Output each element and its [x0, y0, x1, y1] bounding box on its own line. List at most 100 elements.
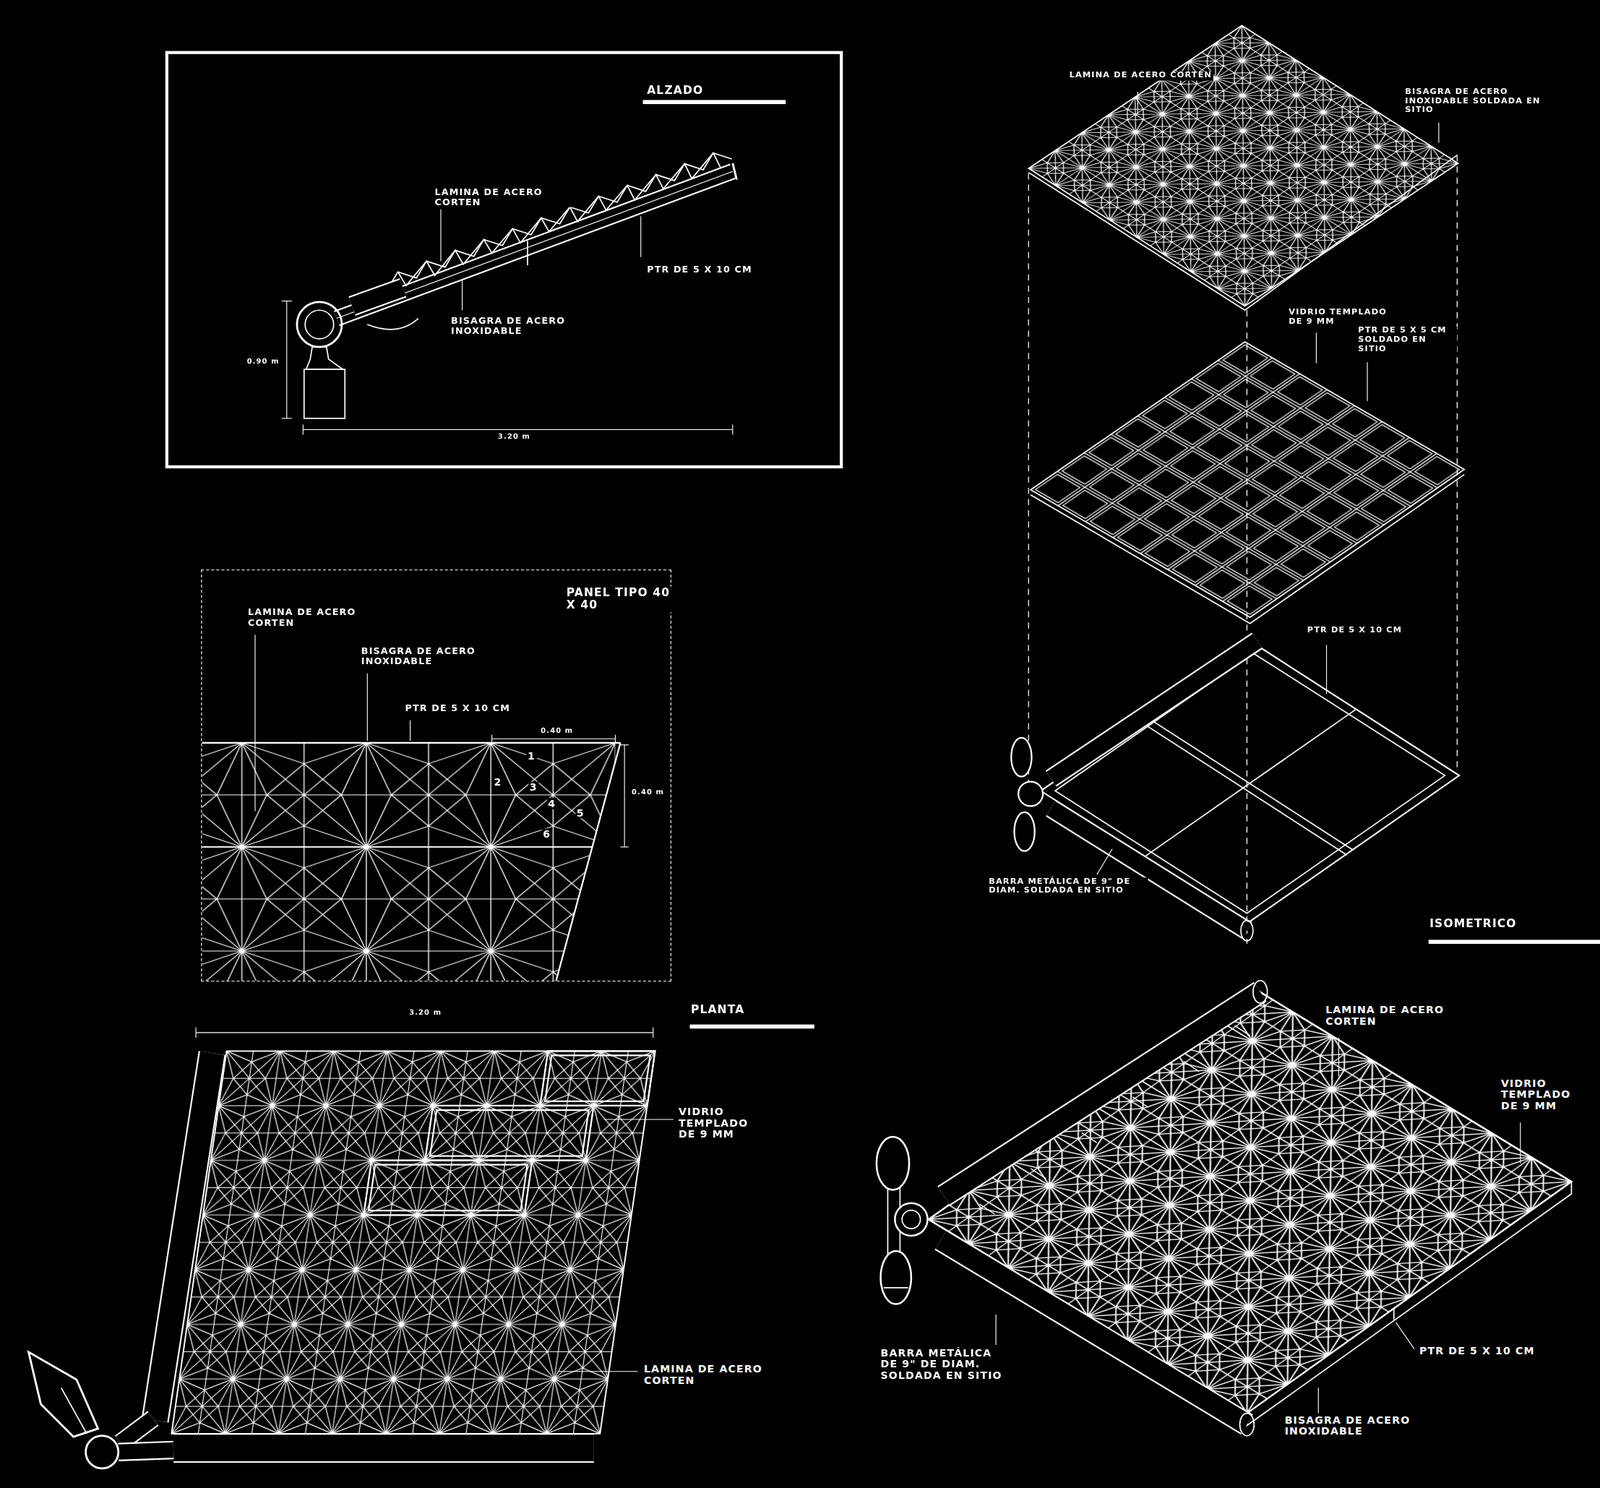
drawing-line — [557, 1370, 638, 1372]
part-label: BARRA METÁLICA DE 9" DE DIAM. SOLDADA EN… — [987, 877, 1149, 896]
part-label: LAMINA DE ACERO CORTEN — [433, 186, 579, 207]
drawing-line — [281, 300, 292, 302]
callout-number: 1 — [526, 750, 537, 762]
drawing-line — [1318, 1387, 1319, 1413]
drawing-line — [286, 301, 287, 419]
dimension: 0.40 m — [539, 727, 575, 736]
drawing-line — [202, 742, 621, 744]
detail-title: PANEL TIPO 40 X 40 — [565, 586, 675, 613]
drawing-line — [429, 1110, 589, 1157]
iso-assembled-structure — [876, 980, 1572, 1436]
iso-glass-pattern — [1030, 341, 1465, 618]
drawing-line — [351, 287, 404, 306]
drawing-line — [202, 846, 594, 848]
drawing-line — [995, 1314, 997, 1345]
drawing-line — [544, 1055, 651, 1102]
drawing-line — [1097, 849, 1113, 875]
drawing-line — [1143, 708, 1357, 858]
drawing-line — [1014, 812, 1035, 852]
drawing-line — [1050, 807, 1247, 931]
drawing-line — [1050, 641, 1257, 780]
drawing-line — [195, 1031, 654, 1033]
drawing-line — [943, 991, 1261, 1196]
callout-number: 3 — [528, 781, 539, 794]
part-label: PTR DE 5 X 10 CM — [646, 264, 754, 275]
drawing-line — [620, 744, 629, 746]
drawing-line — [118, 1449, 174, 1452]
view-title: PLANTA — [690, 1003, 746, 1017]
drawing-line — [1028, 25, 1458, 306]
drawing-line — [117, 742, 615, 993]
drawing-line — [1246, 1181, 1572, 1426]
part-label: BISAGRA DE ACERO INOXIDABLE SOLDADA EN S… — [1404, 87, 1560, 115]
drawing-line — [640, 216, 642, 257]
part-label: BARRA METÁLICA DE 9" DE DIAM. SOLDADA EN… — [879, 1347, 1013, 1382]
drawing-line — [281, 417, 292, 419]
drawing-line — [1326, 644, 1327, 694]
drawing-line — [526, 240, 529, 266]
drawing-line — [195, 1027, 197, 1038]
callout-number: 6 — [542, 828, 553, 841]
drawing-line — [61, 1387, 87, 1434]
part-label: PTR DE 5 X 10 CM — [1305, 626, 1403, 636]
iso-exploded-structure — [1011, 91, 1465, 944]
drawing-line — [940, 1240, 1248, 1426]
dimension: 0.40 m — [630, 788, 666, 797]
drawing-line — [492, 738, 616, 740]
drawing-line — [302, 424, 304, 435]
drawing-line — [336, 171, 733, 318]
drawing-line — [620, 846, 629, 847]
panel-pattern — [117, 742, 615, 993]
drawing-line — [1050, 641, 1257, 780]
drawing-line — [155, 1052, 213, 1421]
drawing-line — [368, 1164, 528, 1212]
drawing-line — [556, 742, 621, 981]
drawing-line — [1055, 653, 1445, 914]
drawing-line — [624, 745, 626, 847]
drawing-line — [1519, 1122, 1521, 1163]
drawing-line — [732, 424, 733, 435]
elevation-frame: ALZADO LAMINA DE ACERO CORTEN PTR DE 5 X 1… — [165, 51, 844, 470]
drawing-line — [690, 1024, 815, 1030]
drawing-line — [876, 1136, 910, 1190]
callout-number: 2 — [492, 776, 503, 789]
panel-detail-frame: PANEL TIPO 40 X 40LAMINA DE ACERO CORTEN… — [200, 569, 672, 982]
drawing-line — [1137, 91, 1139, 115]
drawing-line — [117, 742, 615, 993]
view-underlines — [643, 99, 1600, 1029]
view-title: ALZADO — [646, 84, 705, 97]
drawing-line — [652, 1027, 654, 1038]
drawing-line — [363, 1050, 655, 1215]
drawing-line — [254, 634, 256, 811]
drawing-line — [1393, 1308, 1395, 1320]
part-label: PTR DE 5 X 10 CM — [403, 703, 511, 714]
iso-sheet-pattern — [1028, 25, 1458, 306]
drawing-line — [173, 1433, 595, 1463]
drawing-line — [336, 171, 733, 318]
drawing-line — [409, 720, 411, 741]
drawing-line — [1240, 920, 1254, 941]
part-label: BISAGRA DE ACERO INOXIDABLE — [450, 315, 606, 336]
drawing-line — [943, 991, 1261, 1196]
drawing-line — [1456, 155, 1458, 768]
drawing-line — [1028, 173, 1030, 786]
part-label: VIDRIO TEMPLADO DE 9 MM — [1500, 1077, 1582, 1112]
part-label: PTR DE 5 X 5 CM SOLDADO EN SITIO — [1357, 326, 1457, 355]
dimension: 3.20 m — [497, 433, 532, 442]
drawing-line — [85, 1435, 119, 1469]
drawing-line — [1428, 939, 1600, 944]
panel-lines — [202, 634, 629, 981]
part-label: LAMINA DE ACERO CORTEN — [1324, 1003, 1481, 1027]
drawing-line — [304, 369, 345, 419]
drawing-line — [1315, 332, 1317, 363]
part-label: VIDRIO TEMPLADO DE 9 MM — [677, 1106, 760, 1141]
part-label: PTR DE 5 X 10 CM — [1418, 1344, 1536, 1357]
part-label: BISAGRA DE ACERO INOXIDABLE — [1283, 1414, 1465, 1438]
drawing-line — [901, 1210, 920, 1229]
drawing-line — [336, 171, 733, 318]
drawing-line — [304, 310, 334, 339]
drawing-line — [1253, 980, 1268, 1004]
drawing-line — [173, 1434, 595, 1462]
